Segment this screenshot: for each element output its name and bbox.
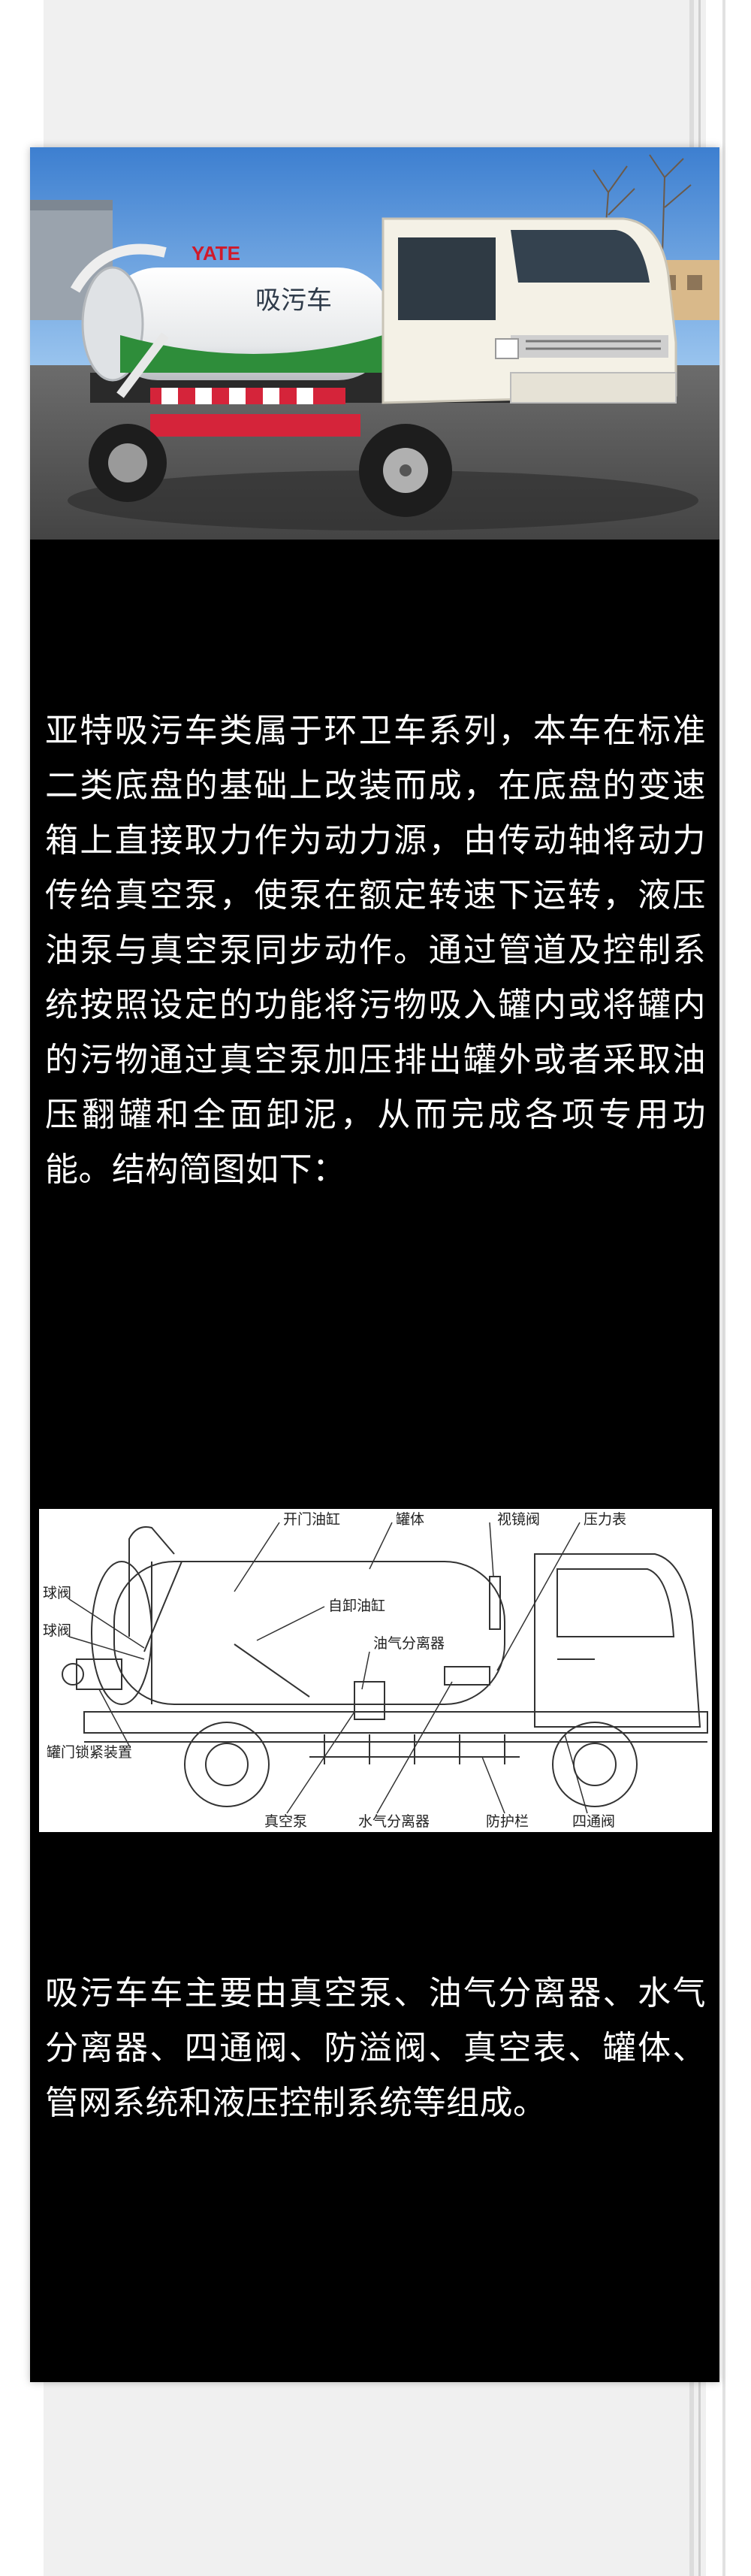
intro-paragraph: 亚特吸污车类属于环卫车系列，本车在标准二类底盘的基础上改装而成，在底盘的变速箱上… [45, 712, 706, 1189]
label-door-lock: 罐门锁紧装置 [47, 1744, 132, 1761]
page-right-stripe [722, 0, 725, 2576]
article-card: YATE 吸污车 亚特吸污车类属于环卫车系列，本车在标准二类底盘的基础上 [30, 147, 719, 2382]
label-ball-valve-2: 球阀 [43, 1622, 71, 1639]
label-self-unload-cylinder: 自卸油缸 [328, 1598, 385, 1614]
structure-diagram: 开门油缸 罐体 视镜阀 压力表 球阀 球阀 自卸油缸 油气分离器 罐门锁紧装置 … [39, 1509, 712, 1832]
label-four-way-valve: 四通阀 [572, 1813, 615, 1830]
brand-text: YATE [192, 242, 240, 265]
label-oil-gas-separator: 油气分离器 [373, 1635, 445, 1652]
label-water-gas-separator: 水气分离器 [358, 1813, 430, 1830]
label-guard-rail: 防护栏 [486, 1813, 529, 1830]
label-ball-valve-1: 球阀 [43, 1585, 71, 1601]
composition-paragraph: 吸污车车主要由真空泵、油气分离器、水气分离器、四通阀、防溢阀、真空表、罐体、管网… [45, 1974, 706, 2122]
label-sight-glass: 视镜阀 [497, 1511, 540, 1528]
side-text: 吸污车 [255, 286, 332, 316]
truck-photo: YATE 吸污车 [30, 147, 719, 540]
label-tank: 罐体 [396, 1511, 424, 1528]
label-vacuum-pump: 真空泵 [264, 1813, 307, 1830]
label-pressure-gauge: 压力表 [584, 1511, 626, 1528]
label-open-cylinder: 开门油缸 [283, 1511, 340, 1528]
